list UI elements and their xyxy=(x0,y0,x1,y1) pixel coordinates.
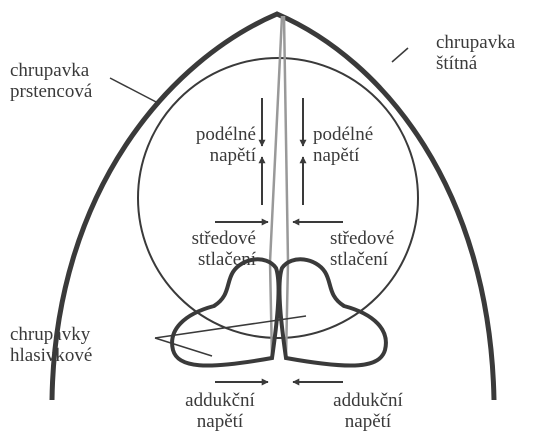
label-medial-compression-right: středové stlačení xyxy=(330,228,394,270)
label-adductive-right-line-2: napětí xyxy=(318,411,418,432)
label-longitudinal-tension-left: podélné napětí xyxy=(166,124,256,166)
arytenoid-cartilage-right xyxy=(279,259,385,365)
label-cricoid-cartilage: chrupavka prstencová xyxy=(10,60,92,102)
label-arytenoid-line-1: chrupavky xyxy=(10,324,92,345)
label-longitudinal-right-line-1: podélné xyxy=(313,124,373,145)
label-cricoid-line-1: chrupavka xyxy=(10,60,92,81)
label-longitudinal-left-line-2: napětí xyxy=(166,145,256,166)
label-longitudinal-tension-right: podélné napětí xyxy=(313,124,373,166)
label-thyroid-line-1: chrupavka xyxy=(436,32,515,53)
vocal-fold-right xyxy=(284,16,288,358)
label-arytenoid-cartilages: chrupavky hlasivkové xyxy=(10,324,92,366)
label-medial-compression-left: středové stlačení xyxy=(146,228,256,270)
arytenoid-cartilage-left xyxy=(172,259,278,365)
label-thyroid-line-2: štítná xyxy=(436,53,515,74)
leader-line-thyroid xyxy=(392,48,408,62)
label-medial-right-line-2: stlačení xyxy=(330,249,394,270)
label-adductive-right-line-1: addukční xyxy=(318,390,418,411)
label-adductive-tension-right: addukční napětí xyxy=(318,390,418,432)
label-adductive-tension-left: addukční napětí xyxy=(170,390,270,432)
label-longitudinal-left-line-1: podélné xyxy=(166,124,256,145)
label-cricoid-line-2: prstencová xyxy=(10,81,92,102)
label-arytenoid-line-2: hlasivkové xyxy=(10,345,92,366)
leader-line-arytenoid-lower xyxy=(155,338,212,356)
label-adductive-left-line-2: napětí xyxy=(170,411,270,432)
leader-line-cricoid xyxy=(110,78,160,104)
label-medial-left-line-2: stlačení xyxy=(146,249,256,270)
label-medial-right-line-1: středové xyxy=(330,228,394,249)
label-adductive-left-line-1: addukční xyxy=(170,390,270,411)
label-longitudinal-right-line-2: napětí xyxy=(313,145,373,166)
label-medial-left-line-1: středové xyxy=(146,228,256,249)
label-thyroid-cartilage: chrupavka štítná xyxy=(436,32,515,74)
